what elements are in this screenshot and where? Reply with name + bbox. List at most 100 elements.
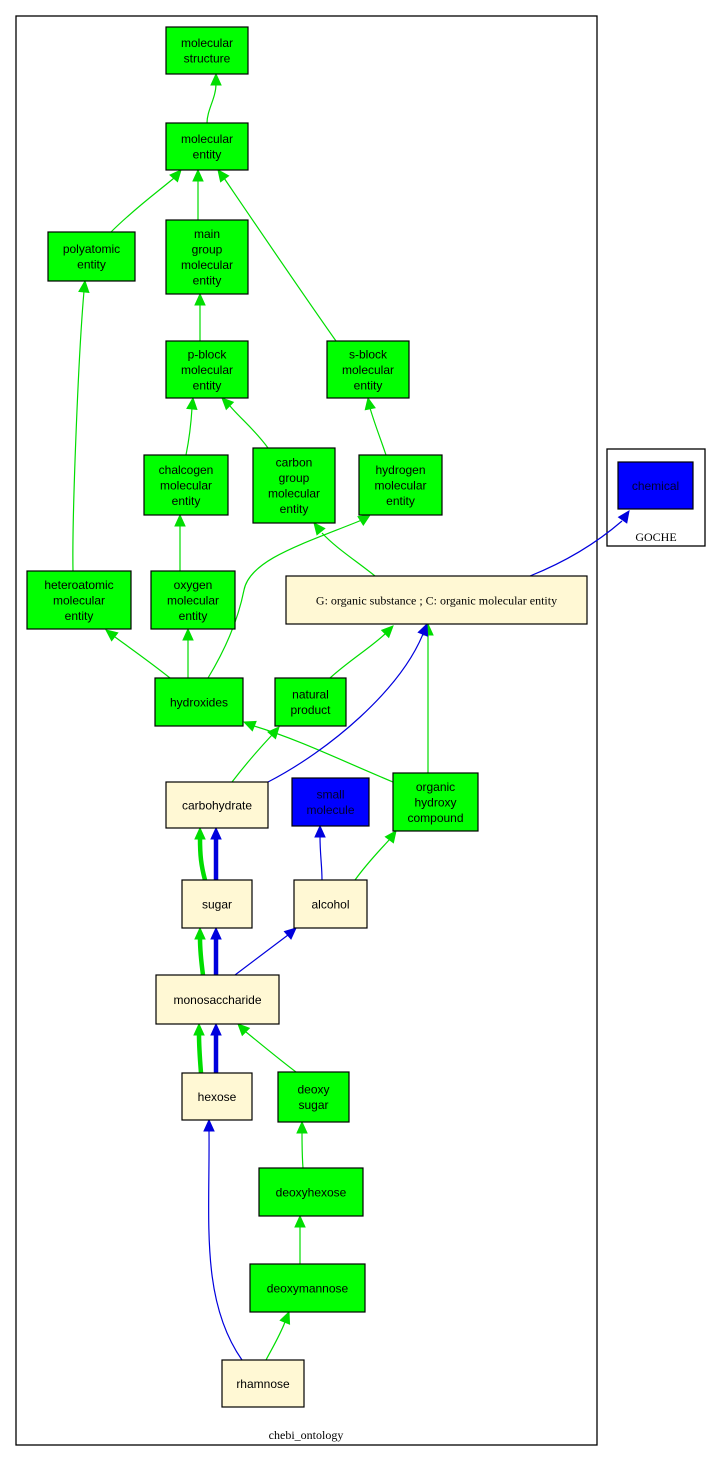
edge-organic-hydroxy-to-organic bbox=[422, 622, 434, 773]
node-chemical[interactable]: chemical bbox=[617, 461, 694, 510]
edge-organic-to-carbon-group bbox=[313, 522, 376, 577]
node-sugar[interactable]: sugar bbox=[181, 879, 253, 929]
edge-hydroxides-to-hydrogen bbox=[207, 514, 372, 679]
node-box bbox=[258, 1167, 364, 1217]
edge-natural-product-to-organic bbox=[329, 625, 394, 679]
arrowhead bbox=[217, 169, 230, 183]
node-label-line: molecular bbox=[167, 593, 219, 607]
arrowhead bbox=[267, 726, 280, 740]
node-label-line: small bbox=[316, 788, 344, 802]
node-label-line: deoxy bbox=[297, 1083, 329, 1097]
arrowhead bbox=[617, 510, 630, 524]
node-label-line: hydrogen bbox=[375, 463, 425, 477]
edge-monosaccharide-to-alcohol bbox=[234, 927, 297, 976]
node-label-line: entity bbox=[193, 148, 222, 162]
node-box bbox=[154, 677, 244, 727]
edge-sugar-to-carbohydrate bbox=[194, 826, 208, 881]
node-box bbox=[181, 879, 253, 929]
node-organic[interactable]: G: organic substance ; C: organic molecu… bbox=[285, 575, 588, 625]
node-label-line: polyatomic bbox=[63, 242, 120, 256]
arrowhead bbox=[237, 1023, 251, 1037]
node-box bbox=[392, 772, 479, 832]
node-box bbox=[165, 219, 249, 295]
node-label-line: entity bbox=[65, 609, 94, 623]
arrowhead bbox=[314, 824, 326, 838]
node-label-line: molecular bbox=[181, 132, 233, 146]
node-label-line: molecular bbox=[181, 36, 233, 50]
arrowhead bbox=[186, 396, 198, 411]
edge-deoxyhexose-to-deoxy-sugar bbox=[296, 1120, 308, 1169]
arrowhead bbox=[192, 168, 204, 182]
node-carbohydrate[interactable]: carbohydrate bbox=[165, 781, 269, 829]
node-label-line: molecular bbox=[342, 363, 394, 377]
node-hexose[interactable]: hexose bbox=[181, 1072, 253, 1121]
node-label-line: entity bbox=[193, 378, 222, 392]
edge-organic-hydroxy-to-hydroxides bbox=[242, 720, 401, 786]
arrowhead bbox=[194, 926, 206, 940]
node-label-line: alcohol bbox=[311, 897, 349, 911]
node-box bbox=[165, 26, 249, 75]
node-label-line: oxygen bbox=[174, 578, 213, 592]
edge-monosaccharide-to-sugar bbox=[194, 926, 206, 976]
arrowhead bbox=[279, 1310, 291, 1325]
node-label-line: sugar bbox=[202, 897, 232, 911]
node-deoxymannose[interactable]: deoxymannose bbox=[249, 1263, 366, 1313]
edge-deoxy-sugar-to-monosaccharide bbox=[237, 1023, 297, 1073]
edge-hexose-to-monosaccharide bbox=[210, 1022, 222, 1074]
node-box bbox=[155, 974, 280, 1025]
node-label-line: molecular bbox=[181, 258, 233, 272]
arrowhead bbox=[242, 720, 257, 732]
node-box bbox=[165, 781, 269, 829]
node-label-line: compound bbox=[407, 811, 463, 825]
node-box bbox=[326, 340, 410, 399]
arrowhead bbox=[296, 1120, 308, 1134]
edge-polyatomic-entity-to-molecular-entity bbox=[110, 169, 182, 233]
node-deoxyhexose[interactable]: deoxyhexose bbox=[258, 1167, 364, 1217]
node-box bbox=[26, 570, 132, 630]
node-label-line: carbohydrate bbox=[182, 798, 252, 812]
node-label-line: product bbox=[290, 703, 331, 717]
cluster-label-goche: GOCHE bbox=[635, 530, 676, 544]
node-label-line: molecular bbox=[268, 487, 320, 501]
node-label-line: sugar bbox=[298, 1098, 328, 1112]
node-label-line: entity bbox=[179, 609, 208, 623]
edge-hexose-to-monosaccharide bbox=[193, 1022, 205, 1074]
arrowhead bbox=[210, 72, 222, 86]
node-alcohol[interactable]: alcohol bbox=[293, 879, 368, 929]
node-hydroxides[interactable]: hydroxides bbox=[154, 677, 244, 727]
node-label-line: monosaccharide bbox=[173, 993, 261, 1007]
edge-molecular-entity-to-molecular-structure bbox=[206, 72, 222, 124]
arrowhead bbox=[384, 830, 397, 844]
arrowhead bbox=[105, 629, 119, 642]
cluster-chebi-ontology bbox=[15, 15, 598, 1446]
arrowhead bbox=[193, 1022, 205, 1036]
node-label-line: molecular bbox=[53, 593, 105, 607]
arrowhead bbox=[194, 292, 206, 306]
edge-rhamnose-to-deoxymannose bbox=[265, 1310, 291, 1361]
node-monosaccharide[interactable]: monosaccharide bbox=[155, 974, 280, 1025]
edge-oxygen-to-chalcogen bbox=[174, 513, 186, 571]
node-rhamnose[interactable]: rhamnose bbox=[221, 1359, 305, 1408]
arrowhead bbox=[364, 396, 376, 411]
node-molecular-entity[interactable]: molecular entity bbox=[165, 122, 249, 171]
node-box bbox=[165, 122, 249, 171]
node-box bbox=[274, 677, 347, 727]
edge-organic-to-chemical bbox=[529, 510, 630, 577]
arrowhead bbox=[210, 1022, 222, 1036]
node-label-line: molecular bbox=[181, 363, 233, 377]
node-label-line: hydroxides bbox=[170, 695, 228, 709]
